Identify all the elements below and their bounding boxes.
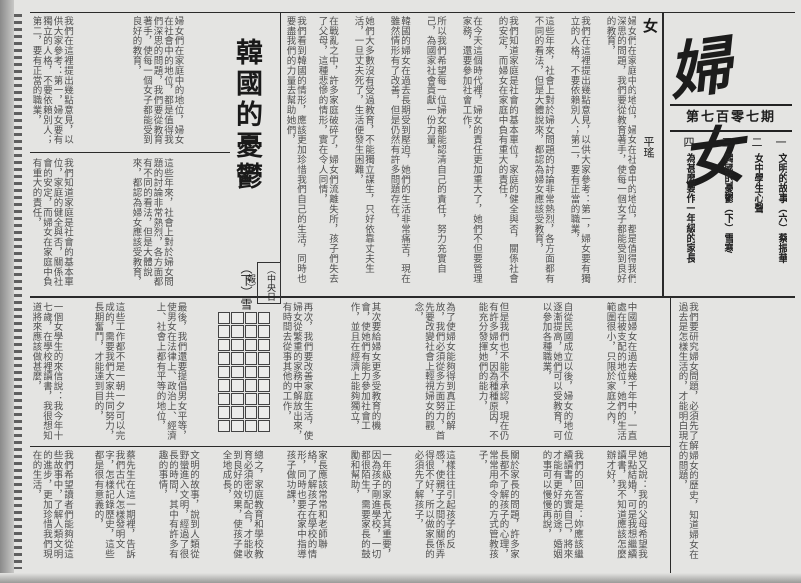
- text-column: 中國婦女在過去幾千年中，一直處在被支配的地位，她們的生活範圍很小，只限於家庭之內…: [604, 302, 637, 441]
- text-column: 我們看到韓國的情形，應該更加珍惜我們自己的生活，同時也要盡我們的力量去幫助她們，: [284, 16, 307, 284]
- text-column: 其次要給婦女更多受教育的機會，使她們有能力參加社會工作，並且在經濟上能夠獨立，: [348, 302, 381, 431]
- toc-entry: 一 文明的故事（六）蔡振華: [772, 134, 790, 294]
- text-column: 這樣往往引起孩子的反感，使親子之間的關係弄得很不好，所以做家長的必須先了解孩子，: [412, 450, 456, 559]
- character-grid-table: [218, 312, 270, 432]
- text-column: 一年級的家長尤其重要，因為孩子剛進學校，一切都很陌生，需要家長的鼓勵和幫助，: [348, 450, 392, 559]
- text-column: 婦女們在家庭中的地位，婦女在社會中的地位，都是值得我們深思的問題，我們要從教育著…: [604, 16, 637, 284]
- toc-entry-number: 四: [683, 136, 695, 149]
- text-column: 她們大多數沒有受過教育，不能獨立謀生，只好依靠丈夫生活，一旦丈夫死了，生活便發生…: [352, 16, 375, 274]
- issue-number-box: 第七百零七期: [670, 104, 792, 132]
- toc-entry-text: 女中學生心聲: [752, 153, 763, 213]
- text-column: 蔡先生在這一期裡，告訴我們古代人怎樣發明文字，怎樣記錄歷史，這些都是很有意義的，: [92, 450, 136, 559]
- text-column: 我們的回答是：妳應該繼續讀書，充實自己，將來才能有更好的前途，婚姻的事可以慢慢再…: [540, 450, 584, 559]
- issue-number: 第七百零七期: [685, 110, 776, 125]
- horizontal-rule-main: [30, 296, 795, 298]
- toc-entry-number: 二: [751, 136, 763, 149]
- section-label: 女: [641, 18, 659, 33]
- vertical-rule-title: [280, 12, 281, 296]
- article-title: 韓國的憂鬱: [231, 38, 262, 193]
- scan-shadow-bottom: [0, 573, 801, 583]
- text-column: 韓國的婦女在過去長期受到壓迫，她們的生活非常痛苦，現在雖然情形有了改善，但是仍然…: [388, 16, 411, 284]
- text-column: 我們希望讀者們能夠從這些故事中，了解人類文明的進步，更加珍惜我們現在的生活，: [30, 450, 74, 559]
- text-column: 總之，家庭教育和學校教育必須密切配合，才能收到良好的效果，使孩子健全地成長，: [220, 450, 264, 559]
- text-column: 這些工作都不是一朝一夕可以完成的，需要我們大家共同努力，長期奮鬥，才能達到目的，: [92, 302, 125, 441]
- toc-entry: 四 為甚麼要作一年級的家長: [680, 134, 698, 294]
- text-column: 最後，我們還要提倡男女平等，使男女在法律上、政治上、經濟上、社會上都有平等的地位…: [154, 302, 187, 441]
- vertical-rule-lower: [670, 298, 671, 573]
- text-column: 關於家長的問題，許多家長都不了解孩子的心理，常常用命令的方式管教孩子，: [476, 450, 520, 559]
- text-column: 她又說：我的父母希望我早點結婚，可是我想繼續讀書，我不知道應該怎麼辦才好，: [604, 450, 648, 559]
- text-column: 自從民國成立以後，婦女的地位逐漸提高，她們可以受教育，可以參加各種職業，: [540, 302, 573, 441]
- text-column: 我們知道家庭是社會的基本單位，家庭的健全與否，關係社會的安定，而婦女在家庭中負有…: [30, 158, 74, 287]
- text-column: 家長應該常常和老師聯絡，了解孩子在學校的情形，同時也要在家中指導孩子做功課，: [284, 450, 328, 559]
- text-column: 婦女們在家庭中的地位，婦女在社會中的地位，都是值得我們深思的問題，我們要從教育著…: [130, 16, 184, 145]
- text-column: 再次，我們要改善家庭生活，使婦女從繁重的家務中解放出來，有時間去從事其他的工作，: [280, 302, 313, 441]
- text-column: 為了使婦女能夠得到真正的解放，我們必須從多方面努力，首先要改變社會上輕視婦女的觀…: [412, 302, 456, 441]
- text-column: 我們要研究婦女問題，必須先了解婦女的歷史，知道婦女在過去是怎樣生活的，才能明白現…: [676, 302, 699, 560]
- horizontal-rule-lower: [30, 446, 670, 447]
- masthead: 婦女: [664, 8, 788, 198]
- decorative-border-left: [14, 14, 22, 569]
- toc-entry: 三 韓國的憂鬱（下）雪寒: [718, 134, 736, 294]
- toc-entry-number: 一: [775, 136, 787, 149]
- text-column: 一個女學生的來信說：我今年十七歲，在學校裡讀書，我很想知道將來應該做甚麼，: [30, 302, 63, 441]
- writer-label: 平瑤: [642, 136, 655, 158]
- horizontal-rule-mid: [30, 152, 230, 153]
- toc-entry-text: 韓國的憂鬱（下）雪寒: [722, 153, 733, 253]
- text-column: 但是我們也不能不承認，現在仍有許多婦女，因為種種原因，不能充分發揮她們的能力，: [476, 302, 509, 441]
- toc-entry: 二 女中學生心聲: [748, 134, 766, 294]
- text-column: 這些年來，社會上對於婦女問題的討論非常熱烈，各方面都有不同的看法，但是大體說來，…: [532, 16, 555, 284]
- scan-shadow-left: [0, 0, 14, 583]
- article-box-label: （中央日報）: [245, 262, 281, 304]
- article-byline: （下）雪: [239, 262, 253, 310]
- vertical-rule-masthead: [662, 12, 664, 296]
- horizontal-rule-top: [30, 12, 795, 13]
- text-column: 在今天這個時代裡，婦女的責任更加重大了，她們不但要管理家務，還要參加社會工作，: [460, 16, 483, 284]
- text-column: 文明的故事，說到人類從野蠻進入文明，經過了很長的時間，其中有許多有趣的事情，: [156, 450, 200, 559]
- text-column: 所以我們希望每一位婦女都能認清自己的責任，努力充實自己，為國家社會貢獻一份力量，: [424, 16, 447, 274]
- text-column: 我們在這裡提出幾點意見，以供大家參考：第一，婦女要有獨立的人格，不要依賴別人；第…: [30, 16, 74, 145]
- toc-entry-number: 三: [721, 136, 733, 149]
- text-column: 我們在這裡提出幾點意見，以供大家參考：第一，婦女要有獨立的人格，不要依賴別人；第…: [568, 16, 591, 284]
- toc-entry-text: 為甚麼要作一年級的家長: [684, 153, 695, 263]
- text-column: 在戰亂之中，許多家庭破碎了，婦女們流離失所，孩子們失去了父母，這種悲慘的情形，實…: [316, 16, 339, 284]
- text-column: 這些年來，社會上對於婦女問題的討論非常熱烈，各方面都有不同的看法，但是大體說來，…: [130, 158, 174, 287]
- toc-entry-text: 文明的故事（六）蔡振華: [776, 153, 787, 263]
- text-column: 我們知道家庭是社會的基本單位，家庭的健全與否，關係社會的安定，而婦女在家庭中負有…: [496, 16, 519, 284]
